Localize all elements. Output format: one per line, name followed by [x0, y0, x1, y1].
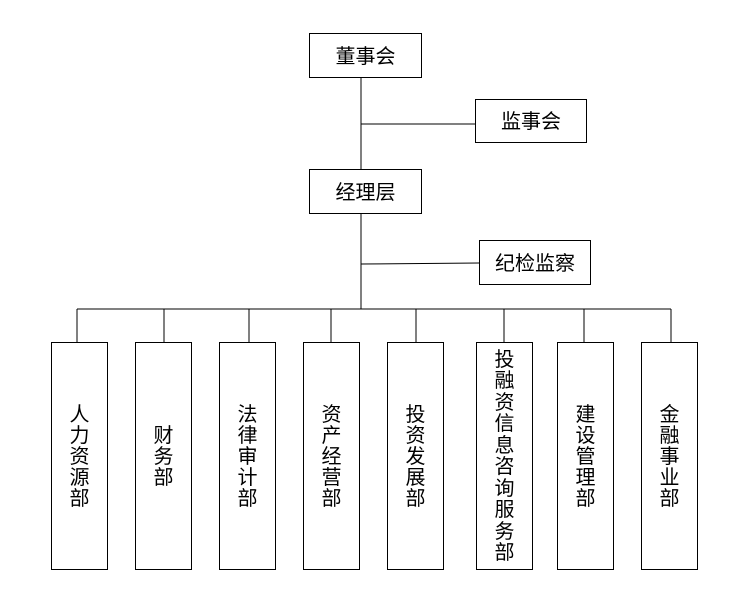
- department-box-investment-development: 投资发展部: [387, 342, 444, 570]
- department-box-finance: 财务部: [135, 342, 192, 570]
- department-box-construction-management: 建设管理部: [557, 342, 614, 570]
- department-label: 财务部: [153, 422, 174, 489]
- department-label: 投融资信息咨询服务部: [494, 346, 515, 564]
- department-box-hr: 人力资源部: [51, 342, 108, 570]
- department-box-asset-operation: 资产经营部: [303, 342, 360, 570]
- department-label: 金融事业部: [659, 401, 680, 510]
- board-label: 董事会: [335, 43, 396, 68]
- department-label: 资产经营部: [321, 401, 342, 510]
- management-box: 经理层: [309, 169, 422, 214]
- board-box: 董事会: [309, 33, 422, 78]
- department-box-financial-business: 金融事业部: [641, 342, 698, 570]
- discipline-label: 纪检监察: [495, 250, 575, 275]
- management-label: 经理层: [335, 179, 396, 204]
- department-box-investment-consulting: 投融资信息咨询服务部: [476, 342, 533, 570]
- department-box-legal-audit: 法律审计部: [219, 342, 276, 570]
- department-label: 建设管理部: [575, 401, 596, 510]
- supervisors-label: 监事会: [501, 109, 561, 133]
- supervisors-box: 监事会: [475, 99, 587, 143]
- department-label: 投资发展部: [405, 401, 426, 510]
- department-label: 人力资源部: [69, 401, 90, 510]
- discipline-branch-line: [360, 262, 480, 265]
- department-label: 法律审计部: [237, 401, 258, 510]
- discipline-box: 纪检监察: [479, 240, 591, 285]
